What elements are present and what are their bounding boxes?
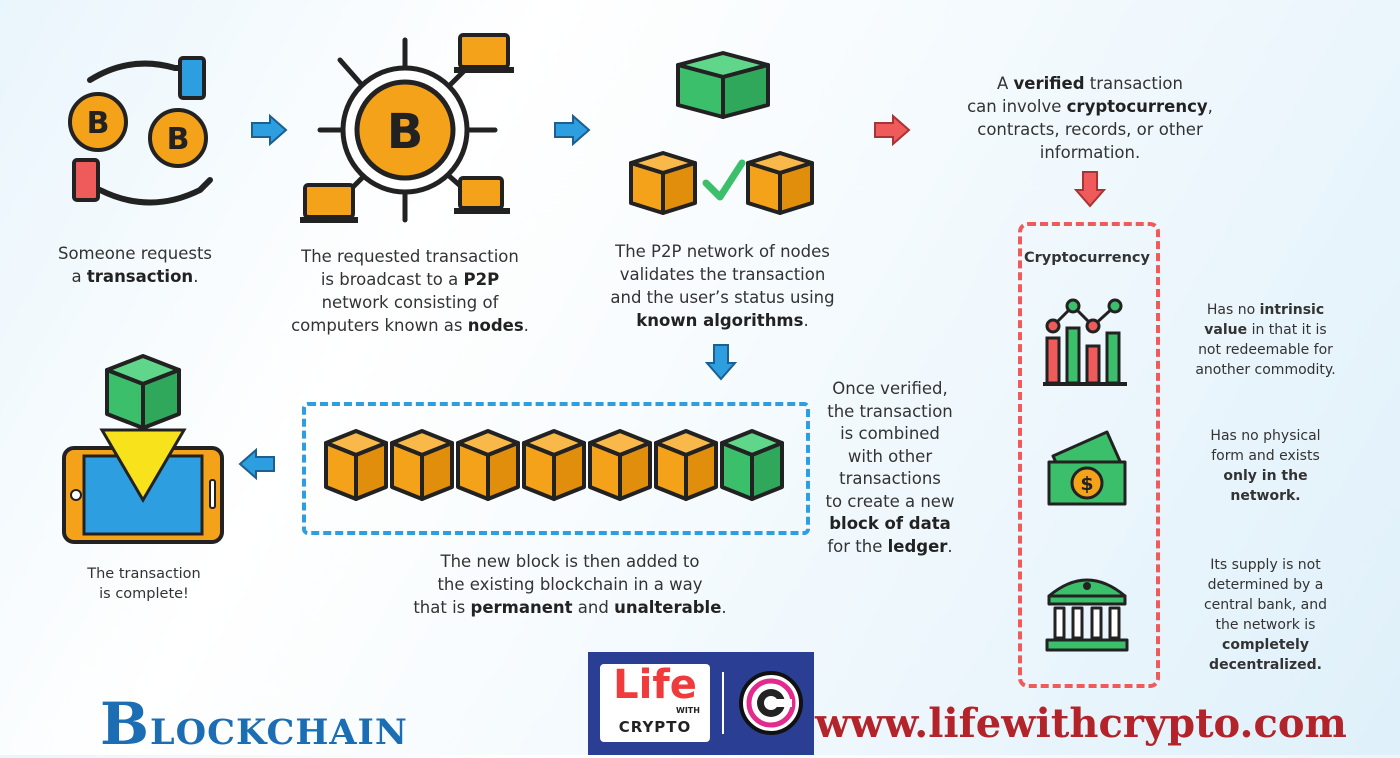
website-url[interactable]: www.lifewithcrypto.com (815, 700, 1347, 747)
step2-caption: The requested transaction is broadcast t… (291, 247, 529, 335)
complete-caption: The transaction is complete! (87, 566, 201, 602)
svg-text:B: B (167, 122, 190, 157)
logo-with-text: WITH (676, 706, 700, 715)
block-chain-icon (324, 429, 784, 501)
once-verified-caption: Once verified, the transaction is combin… (825, 379, 955, 556)
arrow-down-icon (1073, 171, 1107, 208)
svg-text:$: $ (1080, 473, 1093, 495)
step3-caption: The P2P network of nodes validates the t… (610, 242, 835, 330)
blockchain-title: Blockchain (100, 690, 408, 758)
bitcoin-network-icon: B (300, 33, 514, 223)
feature3-text: Its supply is not determined by a centra… (1203, 557, 1328, 673)
cryptocurrency-panel (1018, 222, 1160, 688)
arrow-left-icon (238, 447, 275, 481)
phone-block-icon (62, 354, 224, 544)
arrow-right-icon (251, 113, 288, 147)
arrow-down-icon (704, 344, 738, 381)
new-block-caption: The new block is then added to the exist… (413, 552, 727, 617)
logo-crypto-text: CRYPTO (618, 718, 692, 736)
feature1-text: Has no intrinsic value in that it is not… (1195, 302, 1336, 378)
verified-caption: A verified transaction can involve crypt… (967, 74, 1213, 162)
blockchain-chain-box (302, 402, 810, 535)
feature2-text: Has no physical form and exists only in … (1210, 428, 1321, 504)
chart-icon (1043, 298, 1127, 386)
svg-text:B: B (387, 104, 424, 160)
validate-cubes-icon (629, 51, 814, 215)
lifewithcrypto-logo: Life WITH CRYPTO (588, 652, 814, 755)
cryptocurrency-title: Cryptocurrency (1024, 250, 1150, 266)
hands-coins-icon: B B (68, 56, 213, 206)
step1-caption: Someone requests a transaction. (57, 244, 213, 286)
svg-text:B: B (87, 106, 110, 141)
arrow-right-icon (874, 113, 911, 147)
arrow-right-icon (554, 113, 591, 147)
bank-icon (1045, 578, 1129, 652)
logo-emblem-icon (739, 671, 803, 735)
logo-life-text: Life (613, 662, 697, 708)
cash-icon: $ (1047, 430, 1127, 506)
